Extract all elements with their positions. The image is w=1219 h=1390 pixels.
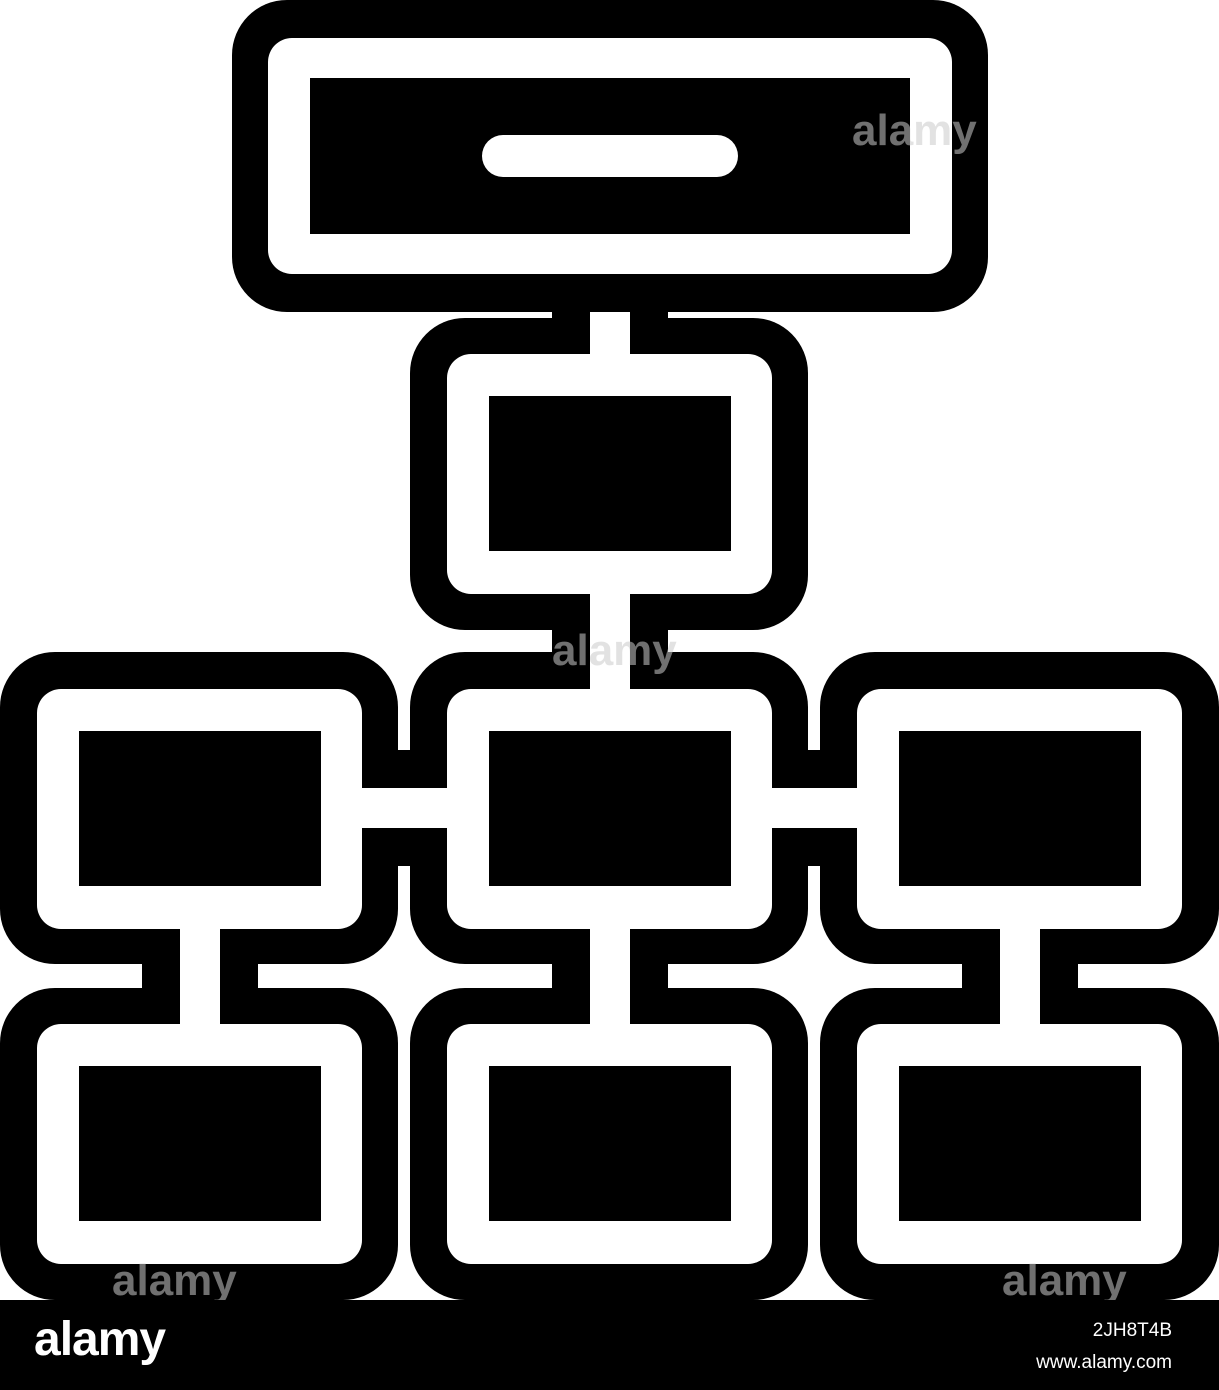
watermark-text: alamy	[112, 1256, 237, 1300]
row3-center-node	[410, 988, 808, 1300]
middle-node	[410, 318, 808, 630]
row3-right-node	[820, 988, 1219, 1300]
watermark-text: alamy	[552, 626, 677, 675]
row2-link-gaps	[180, 652, 1040, 964]
watermark-text: alamy	[1002, 1256, 1127, 1300]
row2-center-node	[410, 652, 808, 964]
row3-left-node	[0, 988, 398, 1300]
hierarchy-structure-icon: alamy alamy alamy alamy	[0, 0, 1219, 1300]
brand-logo[interactable]: alamy	[34, 1313, 166, 1366]
row2-left-node	[0, 652, 398, 964]
footer-bar: alamy 2JH8T4B www.alamy.com	[0, 1300, 1219, 1390]
watermark-text: alamy	[852, 106, 977, 155]
image-id: 2JH8T4B	[1092, 1320, 1172, 1341]
row2-right-node	[820, 652, 1219, 964]
image-url[interactable]: www.alamy.com	[1036, 1352, 1172, 1373]
top-node	[232, 0, 988, 312]
watermark: alamy alamy alamy alamy	[112, 106, 1127, 1300]
